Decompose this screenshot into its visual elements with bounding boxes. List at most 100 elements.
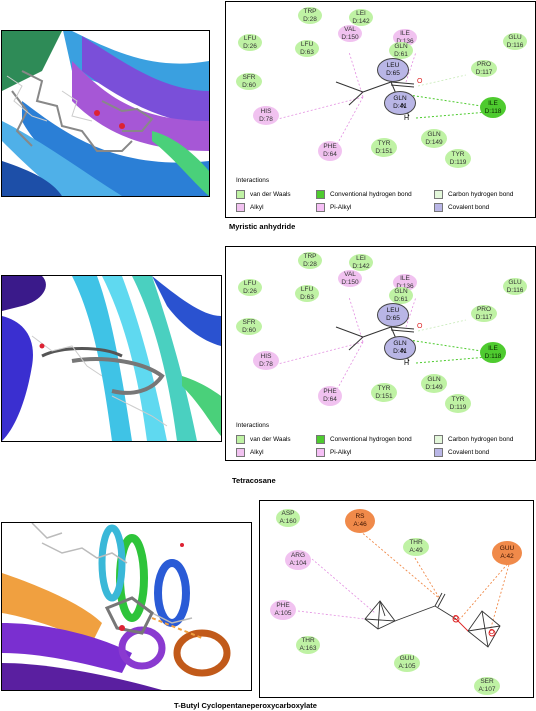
legend-label: Alkyl bbox=[250, 204, 264, 211]
residue-id: A:104 bbox=[289, 560, 307, 567]
legend-swatch bbox=[434, 190, 443, 199]
residue-id: D:78 bbox=[259, 360, 273, 368]
residue-name: ILE bbox=[488, 99, 498, 107]
legend-label: Carbon hydrogen bond bbox=[448, 191, 514, 198]
legend-label: Alkyl bbox=[250, 449, 264, 456]
residue-name: PHE bbox=[276, 602, 290, 609]
residue-id: D:28 bbox=[303, 15, 317, 23]
residue-id: D:116 bbox=[506, 41, 524, 49]
residue-id: D:26 bbox=[243, 42, 257, 50]
residue-name: VAL bbox=[344, 270, 356, 278]
residue-id: D:118 bbox=[484, 352, 502, 360]
oxygen-atom-label: O bbox=[453, 615, 459, 622]
residue-id: D:119 bbox=[449, 158, 467, 166]
residue-name: PRO bbox=[476, 60, 492, 68]
residue-name: GLN bbox=[393, 340, 407, 347]
legend-item: van der Waals bbox=[236, 435, 291, 444]
residue-name: TYR bbox=[451, 395, 465, 403]
residue-id: D:149 bbox=[425, 383, 443, 391]
residue-id: D:60 bbox=[242, 326, 256, 334]
residue-id: D:65 bbox=[386, 315, 400, 322]
residue-id: A:105 bbox=[274, 610, 292, 617]
residue-name: LEI bbox=[356, 9, 366, 17]
residue-name: LEI bbox=[356, 254, 366, 262]
residue-id: D:150 bbox=[341, 33, 359, 41]
residue-name: ILE bbox=[488, 344, 498, 352]
residue-name: THR bbox=[301, 637, 315, 644]
figure-caption-2: Tetracosane bbox=[232, 476, 276, 485]
residue-name: LEU bbox=[386, 307, 400, 314]
residue-id: D:117 bbox=[475, 313, 493, 321]
residue-id: D:150 bbox=[341, 278, 359, 286]
protein-3d-view-2 bbox=[1, 275, 222, 442]
residue-id: A:160 bbox=[279, 518, 297, 525]
oxygen-atom-label: O bbox=[417, 323, 423, 330]
residue-id: A:163 bbox=[299, 645, 317, 652]
residue-name: PRO bbox=[476, 305, 492, 313]
residue-id: D:41 bbox=[393, 103, 407, 110]
residue-name: PHE bbox=[323, 388, 337, 395]
residue-name: GLU bbox=[508, 278, 522, 286]
residue-id: A:107 bbox=[478, 686, 496, 693]
residue-name: LFU bbox=[300, 285, 314, 293]
residue-id: D:117 bbox=[475, 68, 493, 76]
residue-name: SER bbox=[480, 678, 494, 685]
figure-caption-1: Myristic anhydride bbox=[229, 222, 296, 231]
residue-name: VAL bbox=[344, 25, 356, 33]
legend-item: Covalent bond bbox=[434, 203, 489, 212]
residue-id: A:42 bbox=[500, 553, 514, 560]
legend-item: Alkyl bbox=[236, 203, 264, 212]
legend-swatch bbox=[316, 448, 325, 457]
legend-label: Carbon hydrogen bond bbox=[448, 436, 514, 443]
residue-name: TYR bbox=[377, 384, 391, 392]
legend-label: Pi-Alkyl bbox=[330, 449, 352, 456]
residue-id: D:63 bbox=[300, 48, 314, 56]
ribbon-render-3 bbox=[2, 523, 231, 690]
residue-id: D:64 bbox=[323, 396, 337, 403]
legend-swatch bbox=[434, 203, 443, 212]
residue-id: A:105 bbox=[398, 663, 416, 670]
nitrogen-atom-label: N bbox=[401, 348, 407, 355]
residue-name: TRP bbox=[303, 252, 317, 260]
legend-swatch bbox=[434, 448, 443, 457]
legend-swatch bbox=[236, 203, 245, 212]
legend-item: Pi-Alkyl bbox=[316, 448, 351, 457]
residue-name: GUU bbox=[499, 545, 515, 552]
legend-swatch bbox=[236, 190, 245, 199]
residue-name: LEU bbox=[386, 62, 400, 69]
legend-label: Conventional hydrogen bond bbox=[330, 436, 412, 443]
residue-name: GLU bbox=[508, 33, 522, 41]
residue-id: D:136 bbox=[396, 282, 414, 290]
residue-name: HIS bbox=[260, 107, 272, 115]
residue-name: GLN bbox=[393, 95, 407, 102]
residue-name: ASP bbox=[281, 510, 295, 517]
residue-name: LFU bbox=[243, 34, 257, 42]
residue-name: GLN bbox=[394, 287, 408, 295]
residue-id: D:151 bbox=[375, 147, 393, 155]
oxygen-atom-label: O bbox=[417, 78, 423, 85]
